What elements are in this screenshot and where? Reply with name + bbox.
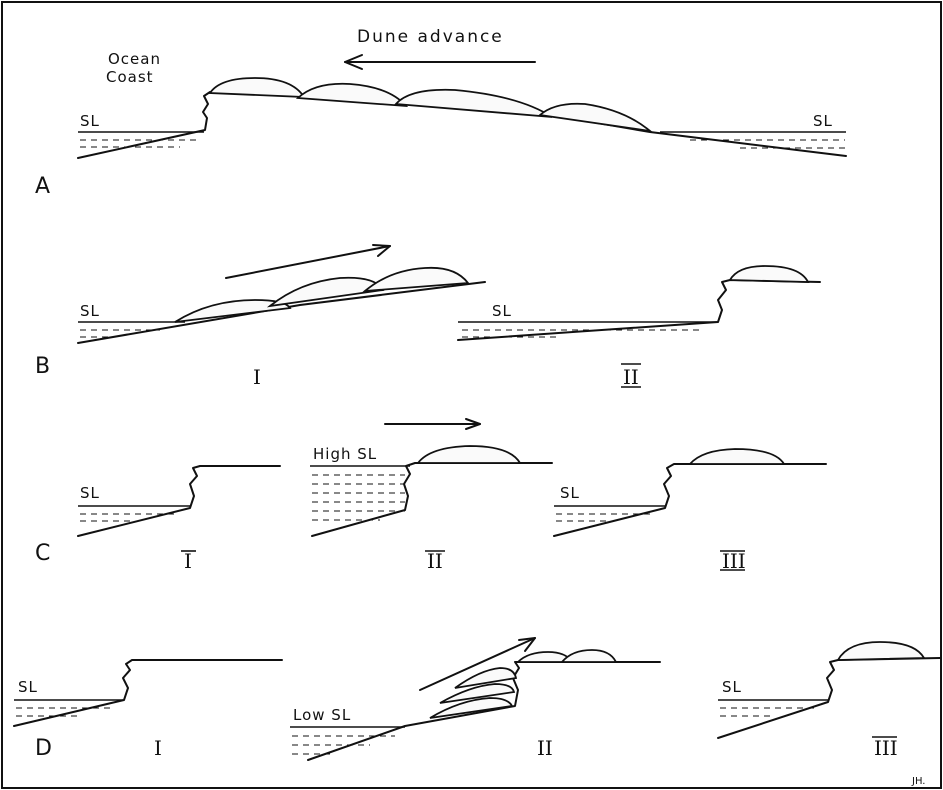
roman-d-1: I [154, 736, 162, 760]
ground-profile-c-2 [312, 463, 552, 536]
low-sea-level-label: Low SL [293, 706, 351, 724]
sea-level-label-d-3: SL [722, 678, 742, 696]
roman-d-2: II [537, 736, 553, 760]
dune-a-4 [540, 104, 650, 131]
roman-c-1: I [184, 549, 192, 573]
dune-c-2 [690, 449, 784, 464]
dune-a-2 [298, 84, 406, 106]
roman-b-2: II [623, 365, 639, 389]
sea-level-label-b-1: SL [80, 302, 100, 320]
panel-c: SL High SL SL C I II III [35, 419, 826, 573]
ground-profile-d-3 [718, 658, 940, 738]
ocean-coast-label-1: Ocean [108, 50, 161, 68]
dune-b-3 [365, 268, 468, 291]
ocean-coast-label-2: Coast [106, 68, 154, 86]
roman-b-1: I [253, 365, 261, 389]
ground-profile-b-1 [78, 282, 485, 343]
sea-level-label-a-left: SL [80, 112, 100, 130]
sea-level-label-c-3: SL [560, 484, 580, 502]
sea-level-label-c-1: SL [80, 484, 100, 502]
author-signature: JH. [911, 776, 925, 787]
roman-d-3: III [874, 736, 898, 760]
panel-label-d: D [35, 736, 52, 761]
ground-profile-b-2 [458, 280, 820, 340]
panel-label-c: C [35, 541, 50, 566]
dune-a-1 [210, 78, 304, 97]
panel-a: Dune advance Ocean Coast SL SL A [35, 27, 846, 199]
dune-advance-title: Dune advance [357, 27, 504, 47]
panel-b: SL SL B I II [35, 245, 820, 389]
high-sea-level-label: High SL [313, 445, 377, 463]
ground-profile-d-1 [14, 660, 282, 726]
panel-label-a: A [35, 174, 50, 199]
dune-a-3 [396, 90, 552, 117]
dune-migration-arrow-b [226, 246, 390, 278]
sea-level-label-b-2: SL [492, 302, 512, 320]
ground-profile-c-3 [554, 464, 826, 536]
roman-c-2: II [427, 549, 443, 573]
ground-profile-c-1 [78, 466, 280, 536]
dune-d-5 [562, 650, 616, 662]
panel-label-b: B [35, 354, 50, 379]
sea-level-label-a-right: SL [813, 112, 833, 130]
sea-level-label-d-1: SL [18, 678, 38, 696]
panel-d: SL Low SL SL D I II III JH. [14, 638, 940, 787]
dune-c-1 [418, 446, 520, 463]
dune-d-6 [838, 642, 924, 660]
dune-b-4 [730, 266, 808, 282]
